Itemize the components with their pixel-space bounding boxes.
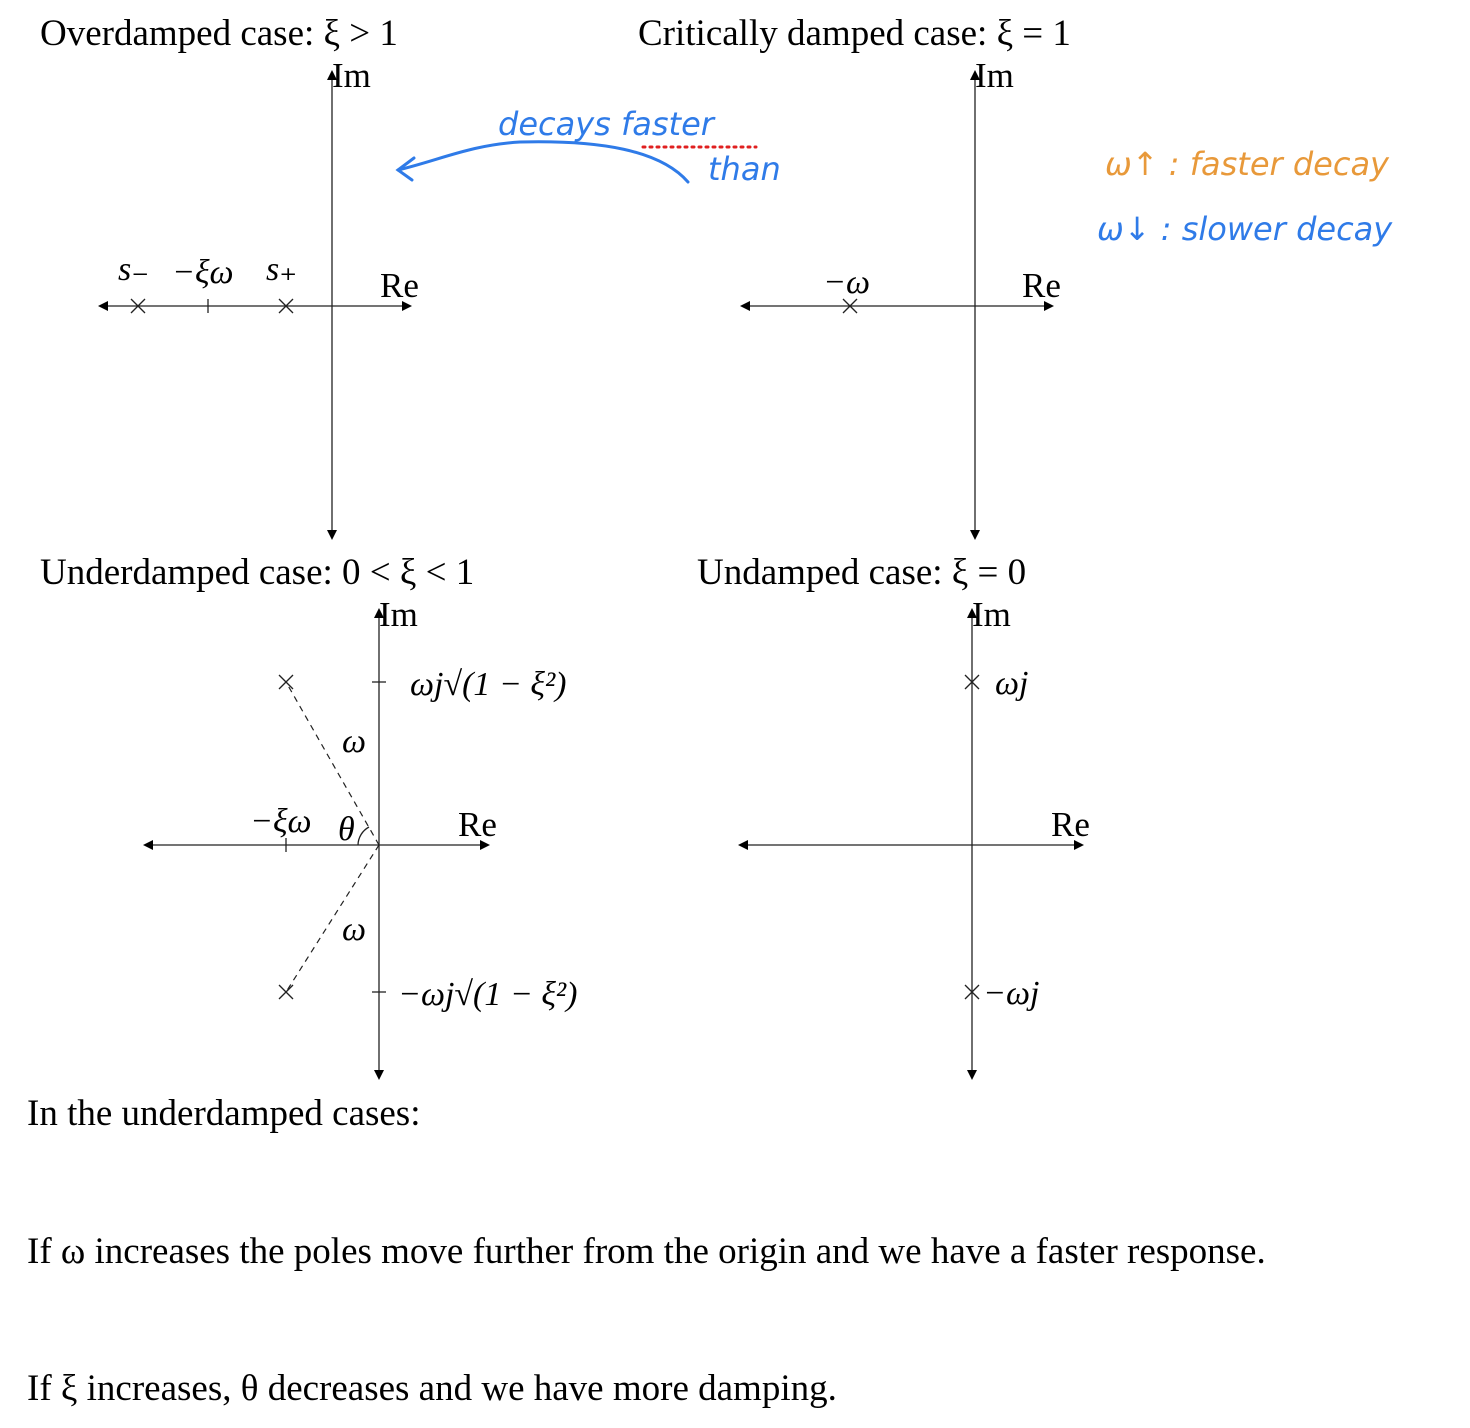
note-decays-faster: decays faster — [498, 105, 716, 143]
label-re: Re — [1022, 266, 1061, 305]
title-overdamped: Overdamped case: ξ > 1 — [40, 13, 398, 54]
pole-marker — [964, 674, 980, 690]
label-pole: −ω — [823, 264, 870, 301]
theta-arc — [357, 826, 370, 846]
body-paragraph-xi: If ξ increases, θ decreases and we have … — [27, 1368, 837, 1409]
note-than: than — [708, 150, 781, 188]
note-omega-increase: ω↑ : faster decay — [1105, 145, 1390, 183]
note-omega-decrease: ω↓ : slower decay — [1097, 210, 1393, 248]
undamped-plot: ωj −ωj Re Im — [738, 595, 1090, 1080]
handwritten-annotations: decays faster than ω↑ : faster decay ω↓ … — [395, 105, 1393, 248]
body-intro: In the underdamped cases: — [27, 1093, 421, 1134]
dashed-line — [285, 681, 380, 846]
label-im: Im — [972, 595, 1011, 634]
overdamped-plot: s₋ −ξω s₊ Re Im — [98, 56, 419, 540]
label-omega-upper: ω — [342, 723, 366, 760]
label-upper-pole: ωj√(1 − ξ²) — [410, 666, 566, 703]
underdamped-plot: ωj√(1 − ξ²) −ωj√(1 − ξ²) ω ω θ −ξω Re Im — [143, 595, 577, 1080]
label-im: Im — [332, 56, 371, 95]
title-underdamped: Underdamped case: 0 < ξ < 1 — [40, 552, 474, 593]
pole-marker — [278, 984, 294, 1000]
title-critical: Critically damped case: ξ = 1 — [638, 13, 1071, 54]
label-upper-pole: ωj — [995, 665, 1028, 702]
label-lower-pole: −ωj — [983, 975, 1039, 1012]
label-omega-lower: ω — [342, 911, 366, 948]
label-center: −ξω — [250, 803, 312, 840]
label-center: −ξω — [172, 254, 234, 291]
label-lower-pole: −ωj√(1 − ξ²) — [398, 976, 577, 1013]
pole-marker — [842, 298, 858, 314]
label-s-plus: s₊ — [266, 251, 297, 288]
hand-arrow — [396, 140, 690, 184]
label-re: Re — [1051, 805, 1090, 844]
label-im: Im — [975, 56, 1014, 95]
label-im: Im — [379, 595, 418, 634]
body-paragraph-omega: If ω increases the poles move further fr… — [27, 1231, 1266, 1272]
pole-marker — [278, 298, 294, 314]
label-theta: θ — [338, 811, 355, 848]
label-re: Re — [458, 805, 497, 844]
dashed-line — [285, 844, 380, 993]
title-undamped: Undamped case: ξ = 0 — [697, 552, 1026, 593]
arrow-head-icon — [395, 156, 416, 182]
critical-plot: −ω Re Im — [740, 56, 1061, 540]
label-s-minus: s₋ — [118, 251, 149, 288]
label-re: Re — [380, 266, 419, 305]
pole-marker — [278, 674, 294, 690]
pole-marker — [130, 298, 146, 314]
pole-marker — [964, 984, 980, 1000]
